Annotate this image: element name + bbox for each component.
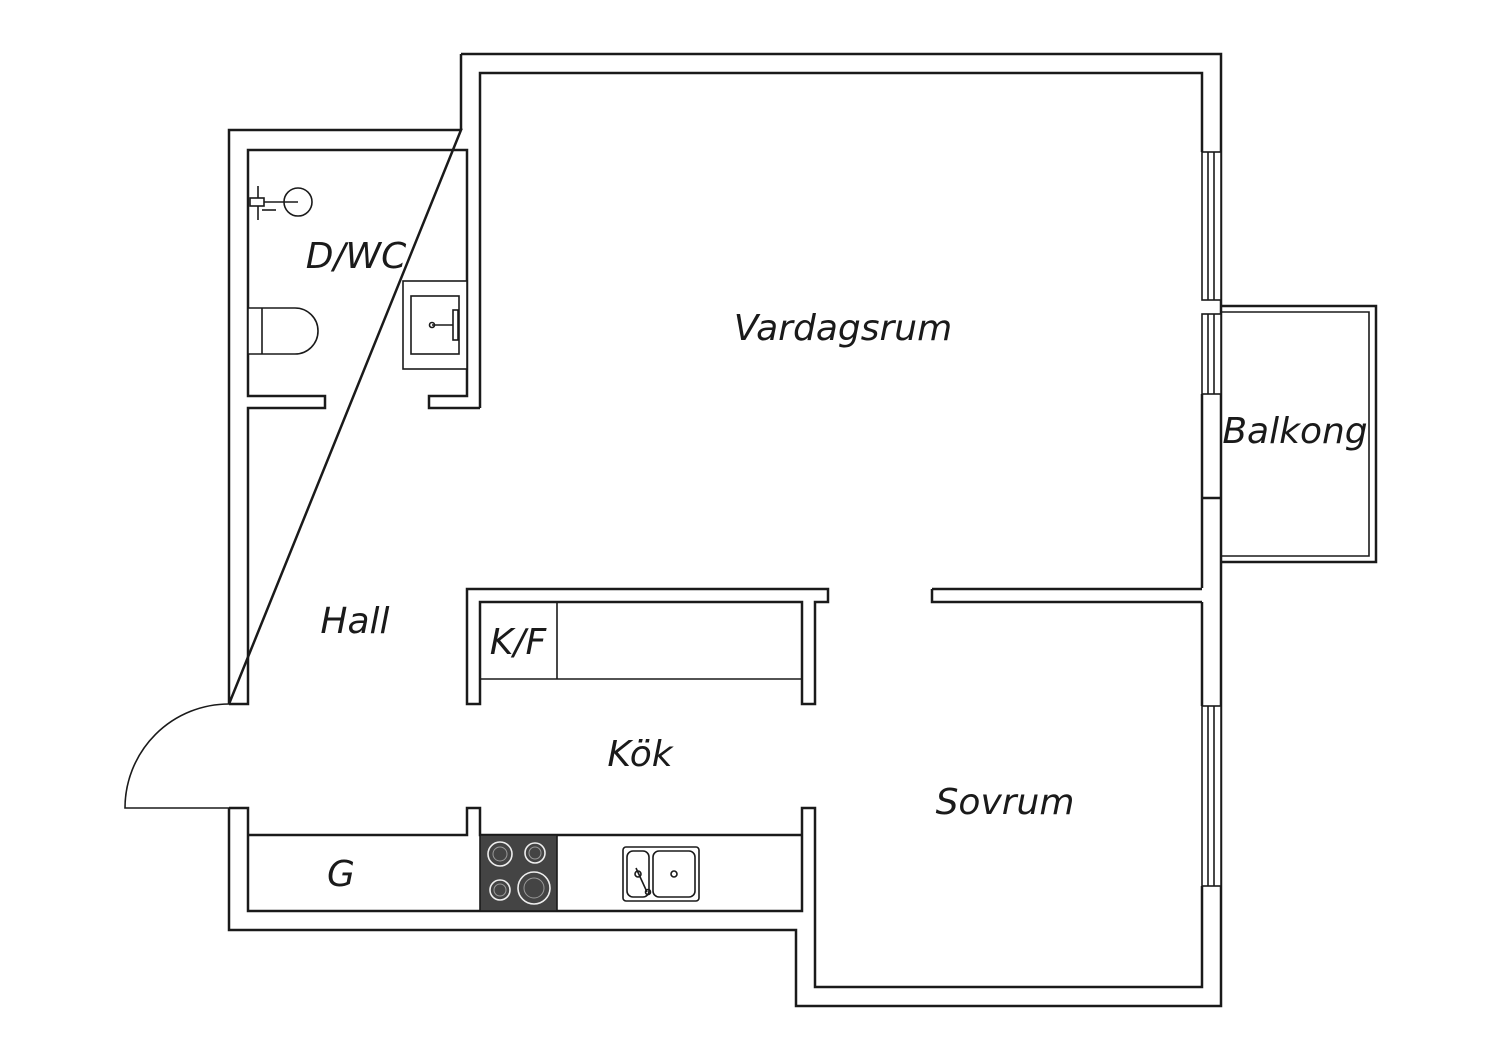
window-bedroom xyxy=(1201,705,1222,887)
kitchen-counter-upper xyxy=(480,602,802,680)
hob-icon xyxy=(479,834,558,912)
room-label-hall: Hall xyxy=(320,601,389,642)
bedroom-wall-right xyxy=(800,602,1204,989)
entrance-wall-left xyxy=(229,148,480,706)
room-label-kok: Kök xyxy=(607,734,674,775)
kitchen-upper-wall xyxy=(465,587,830,706)
window-living-lower xyxy=(1201,313,1222,395)
bedroom-partition xyxy=(930,587,1202,604)
sink-icon xyxy=(622,846,700,902)
room-label-balkong: Balkong xyxy=(1222,411,1367,452)
room-label-sovrum: Sovrum xyxy=(936,782,1075,823)
room-label-kf: K/F xyxy=(490,622,548,663)
outer-wall-outer-line xyxy=(227,52,1223,1008)
washbasin-icon xyxy=(402,280,468,370)
entrance-door-swing xyxy=(124,703,230,809)
room-label-dwc: D/WC xyxy=(306,236,407,277)
toilet-icon xyxy=(247,307,319,355)
room-label-g: G xyxy=(327,854,355,895)
window-living-upper xyxy=(1201,151,1222,301)
shower-icon xyxy=(249,186,313,220)
outer-wall-inner-line xyxy=(478,71,1204,408)
balcony-inner xyxy=(1221,311,1370,557)
balcony-outer xyxy=(1221,304,1378,564)
room-label-vardagsrum: Vardagsrum xyxy=(734,308,952,349)
kitchen-lower-wall xyxy=(248,806,802,837)
entrance-wall-bottom xyxy=(229,806,804,913)
